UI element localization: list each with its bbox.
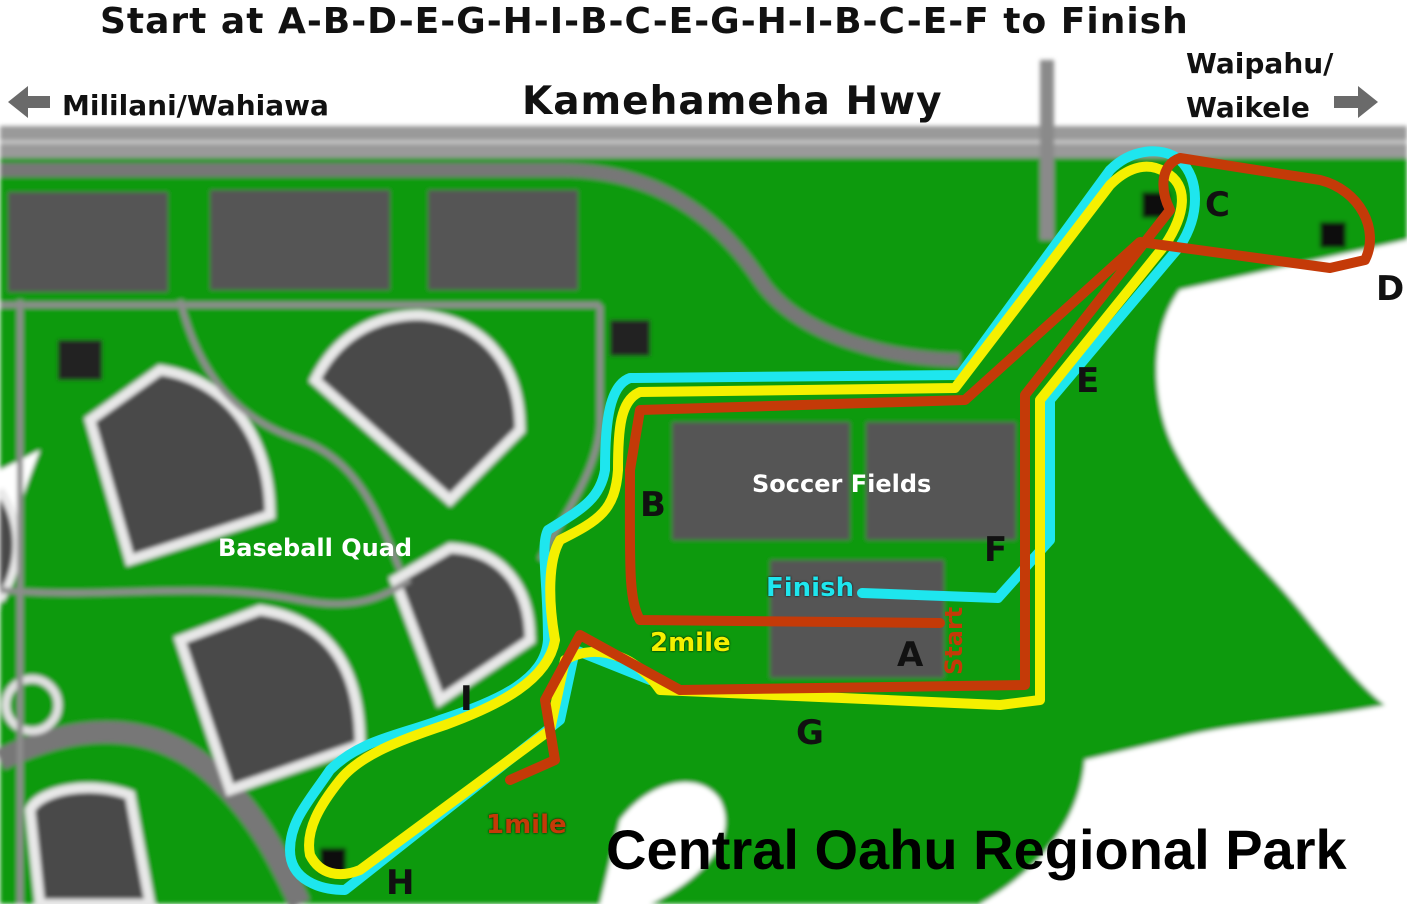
waypoint-h: H — [386, 863, 415, 903]
waypoint-e: E — [1076, 361, 1100, 401]
waypoint-b: B — [640, 485, 666, 525]
finish-marker: Finish — [766, 573, 855, 603]
highway-name: Kamehameha Hwy — [522, 79, 943, 124]
direction-arrows — [8, 86, 1378, 118]
direction-east-label-1: Waipahu/ — [1186, 47, 1334, 80]
start-marker: Start — [940, 606, 968, 675]
baseball-quad-label: Baseball Quad — [218, 534, 413, 562]
waypoint-f: F — [984, 530, 1008, 570]
mile1-marker: 1mile — [486, 810, 567, 840]
soccer-fields-label: Soccer Fields — [752, 470, 932, 498]
waypoint-g: G — [796, 713, 824, 753]
map-title: Start at A-B-D-E-G-H-I-B-C-E-G-H-I-B-C-E… — [100, 1, 1189, 42]
direction-west-label: Mililani/Wahiawa — [62, 89, 329, 122]
mile2-marker: 2mile — [650, 628, 731, 658]
park-name: Central Oahu Regional Park — [606, 818, 1347, 881]
route-lines — [285, 146, 1375, 895]
route-yellow — [304, 161, 1187, 880]
route-cyan — [285, 146, 1200, 895]
route-red — [505, 153, 1375, 785]
waypoint-a: A — [897, 635, 924, 675]
direction-east-label-2: Waikele — [1186, 91, 1310, 124]
waypoint-c: C — [1205, 185, 1230, 225]
waypoint-i: I — [460, 679, 473, 719]
arrow-left-icon — [8, 86, 50, 118]
arrow-right-icon — [1334, 86, 1378, 118]
waypoint-d: D — [1376, 269, 1405, 309]
